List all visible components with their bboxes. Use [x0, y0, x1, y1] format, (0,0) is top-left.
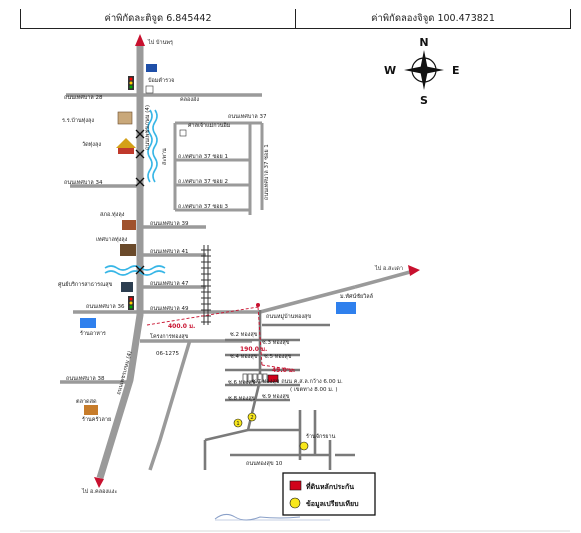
label-district-office: สภอ.ทุ่งลุง	[100, 211, 125, 218]
label-soi37-3: ถ.เทศบาล 37 ซอย 3	[178, 203, 229, 210]
label-hwy4-north: ถนนเพชรเกษม (4)	[144, 105, 151, 150]
compass-n: N	[419, 36, 428, 49]
label-bikeshop: ร้านจักรยาน	[306, 433, 336, 440]
legend: ที่ดินหลักประกัน ข้อมูลเปรียบเทียบ	[282, 472, 376, 516]
label-bridge: สะพาน	[161, 148, 168, 165]
label-distance-1: 400.0 ม.	[168, 323, 195, 330]
label-soi41: ถนนเทศบาล 41	[150, 248, 189, 255]
canals	[104, 109, 166, 276]
highway-4	[96, 46, 144, 480]
label-s2: ซ.2 ทองสุข	[230, 331, 258, 338]
comparable-2-label: 2	[250, 415, 254, 421]
label-shrine: ศาลเจ้าแม่กวนอิม	[188, 122, 231, 129]
label-soi37-1: ถ.เทศบาล 37 ซอย 1	[178, 153, 228, 160]
label-soi47: ถนนเทศบาล 47	[150, 280, 189, 287]
comparable-3-icon	[299, 441, 309, 451]
label-soi49: ถนนเทศบาล 49	[150, 305, 189, 312]
label-distance-3: 49.0 ม.	[272, 367, 295, 374]
label-property-road: ซ.7 ทองสุข ถนน ค.ส.ล.กว้าง 6.00 ม.	[252, 378, 343, 385]
label-to-north: ไป บ้านพรุ	[147, 39, 173, 46]
temple-icon	[116, 138, 136, 148]
label-municipality: เทศบาลทุ่งลุง	[96, 236, 128, 243]
checkpoint-icon	[145, 85, 154, 94]
label-tel: 06-1275	[156, 351, 179, 357]
label-s3: ซ.3 ทองสุข	[262, 339, 290, 346]
label-soi34: ถนนเทศบาล 34	[64, 179, 103, 186]
label-moo-road: ถนนหมู่บ้านทองสุข	[266, 313, 311, 320]
restaurant-icon	[80, 318, 96, 328]
compass-w: W	[384, 64, 396, 77]
municipality-icon	[120, 244, 136, 256]
comparable-1-label: 1	[236, 421, 240, 427]
label-soi37-side: ถนนเทศบาล 37 ซอย 1	[263, 144, 270, 200]
property-houses	[242, 373, 268, 383]
label-checkpoint: ป้อมตำรวจ	[148, 77, 174, 84]
health-center-icon	[121, 282, 133, 292]
comparable-1-icon	[233, 418, 243, 428]
legend-comparable-label: ข้อมูลเปรียบเทียบ	[306, 499, 359, 509]
label-soi36: ถนนเทศบาล 36	[86, 303, 125, 310]
label-to-east: ไป อ.สะเดา	[374, 265, 403, 272]
label-property-road-2: ( เขตทาง 8.00 ม. )	[290, 387, 338, 393]
coordinate-header: ค่าพิกัดละติจูด 6.845442 ค่าพิกัดลองจิจู…	[20, 9, 571, 29]
landmark-icons	[80, 64, 356, 415]
label-project: โครงการทองสุข	[150, 332, 189, 340]
legend-comparable-swatch	[289, 497, 301, 509]
tatsanai-icon	[336, 302, 356, 314]
school-icon	[117, 111, 133, 125]
map-labels: ไป บ้านพรุ ไป อ.คลองแงะ ไป อ.สะเดา ป้อมต…	[58, 39, 403, 495]
compass-rose: N S E W	[384, 36, 460, 107]
label-soi38: ถนนเทศบาล 38	[66, 375, 105, 382]
label-soi37-2: ถ.เทศบาล 37 ซอย 2	[178, 178, 228, 185]
distance-lines	[146, 306, 296, 371]
label-temple: วัดทุ่งลุง	[82, 141, 101, 148]
distance-origin-dot	[256, 303, 260, 307]
label-s10: ถนนทองสุข 10	[246, 460, 283, 467]
comparable-markers: 1 2	[233, 412, 309, 451]
label-s9: ซ.9 ทองสุข	[262, 393, 290, 400]
label-health-center: ศูนย์บริการสาธารณสุข	[58, 281, 113, 288]
legend-property-swatch	[289, 480, 302, 491]
label-s5: ซ.5 ทองสุข	[264, 353, 292, 360]
soi-37-network	[173, 121, 264, 215]
label-soi37: ถนนเทศบาล 37	[228, 113, 267, 120]
legend-property-label: ที่ดินหลักประกัน	[306, 481, 355, 491]
bridge-marks	[135, 129, 145, 275]
label-kitchen-shop: ร้านครัวลาย	[82, 416, 111, 423]
arrow-north-icon	[135, 34, 145, 46]
comparable-2-icon	[247, 412, 257, 422]
longitude-label: ค่าพิกัดลองจิจูด 100.473821	[295, 9, 570, 28]
label-distance-2: 190.0 ม.	[240, 346, 267, 353]
label-school: ร.ร.บ้านทุ่งลุง	[62, 117, 94, 124]
label-s4: ซ.4 ทองสุข	[230, 353, 258, 360]
railway	[201, 245, 211, 325]
label-tatsanai: ม.ทัศน์ชัยวิลล์	[340, 293, 373, 300]
label-restaurant: ร้านอาหาร	[80, 330, 106, 337]
label-s8: ซ.8 ทองสุข	[228, 395, 256, 402]
village-roads	[203, 310, 355, 470]
latitude-label: ค่าพิกัดละติจูด 6.845442	[104, 13, 212, 24]
label-s6: ซ.6 ทองสุข	[228, 379, 256, 386]
property-marker	[267, 374, 279, 383]
arrow-south-icon	[94, 477, 104, 488]
compass-s: S	[420, 94, 428, 107]
side-roads	[60, 93, 411, 471]
label-khlong: คลองฮ่ง	[180, 96, 199, 103]
compass-e: E	[452, 64, 460, 77]
label-soi28: ถนนเทศบาล 28	[64, 94, 103, 101]
district-office-icon	[122, 220, 136, 230]
arrow-east-icon	[408, 265, 420, 276]
kitchen-shop-icon	[84, 405, 98, 415]
police-booth-icon	[146, 64, 157, 72]
label-soi39: ถนนเทศบาล 39	[150, 220, 189, 227]
label-to-south: ไป อ.คลองแงะ	[81, 488, 117, 495]
label-market: ตลาดสด	[76, 398, 97, 405]
